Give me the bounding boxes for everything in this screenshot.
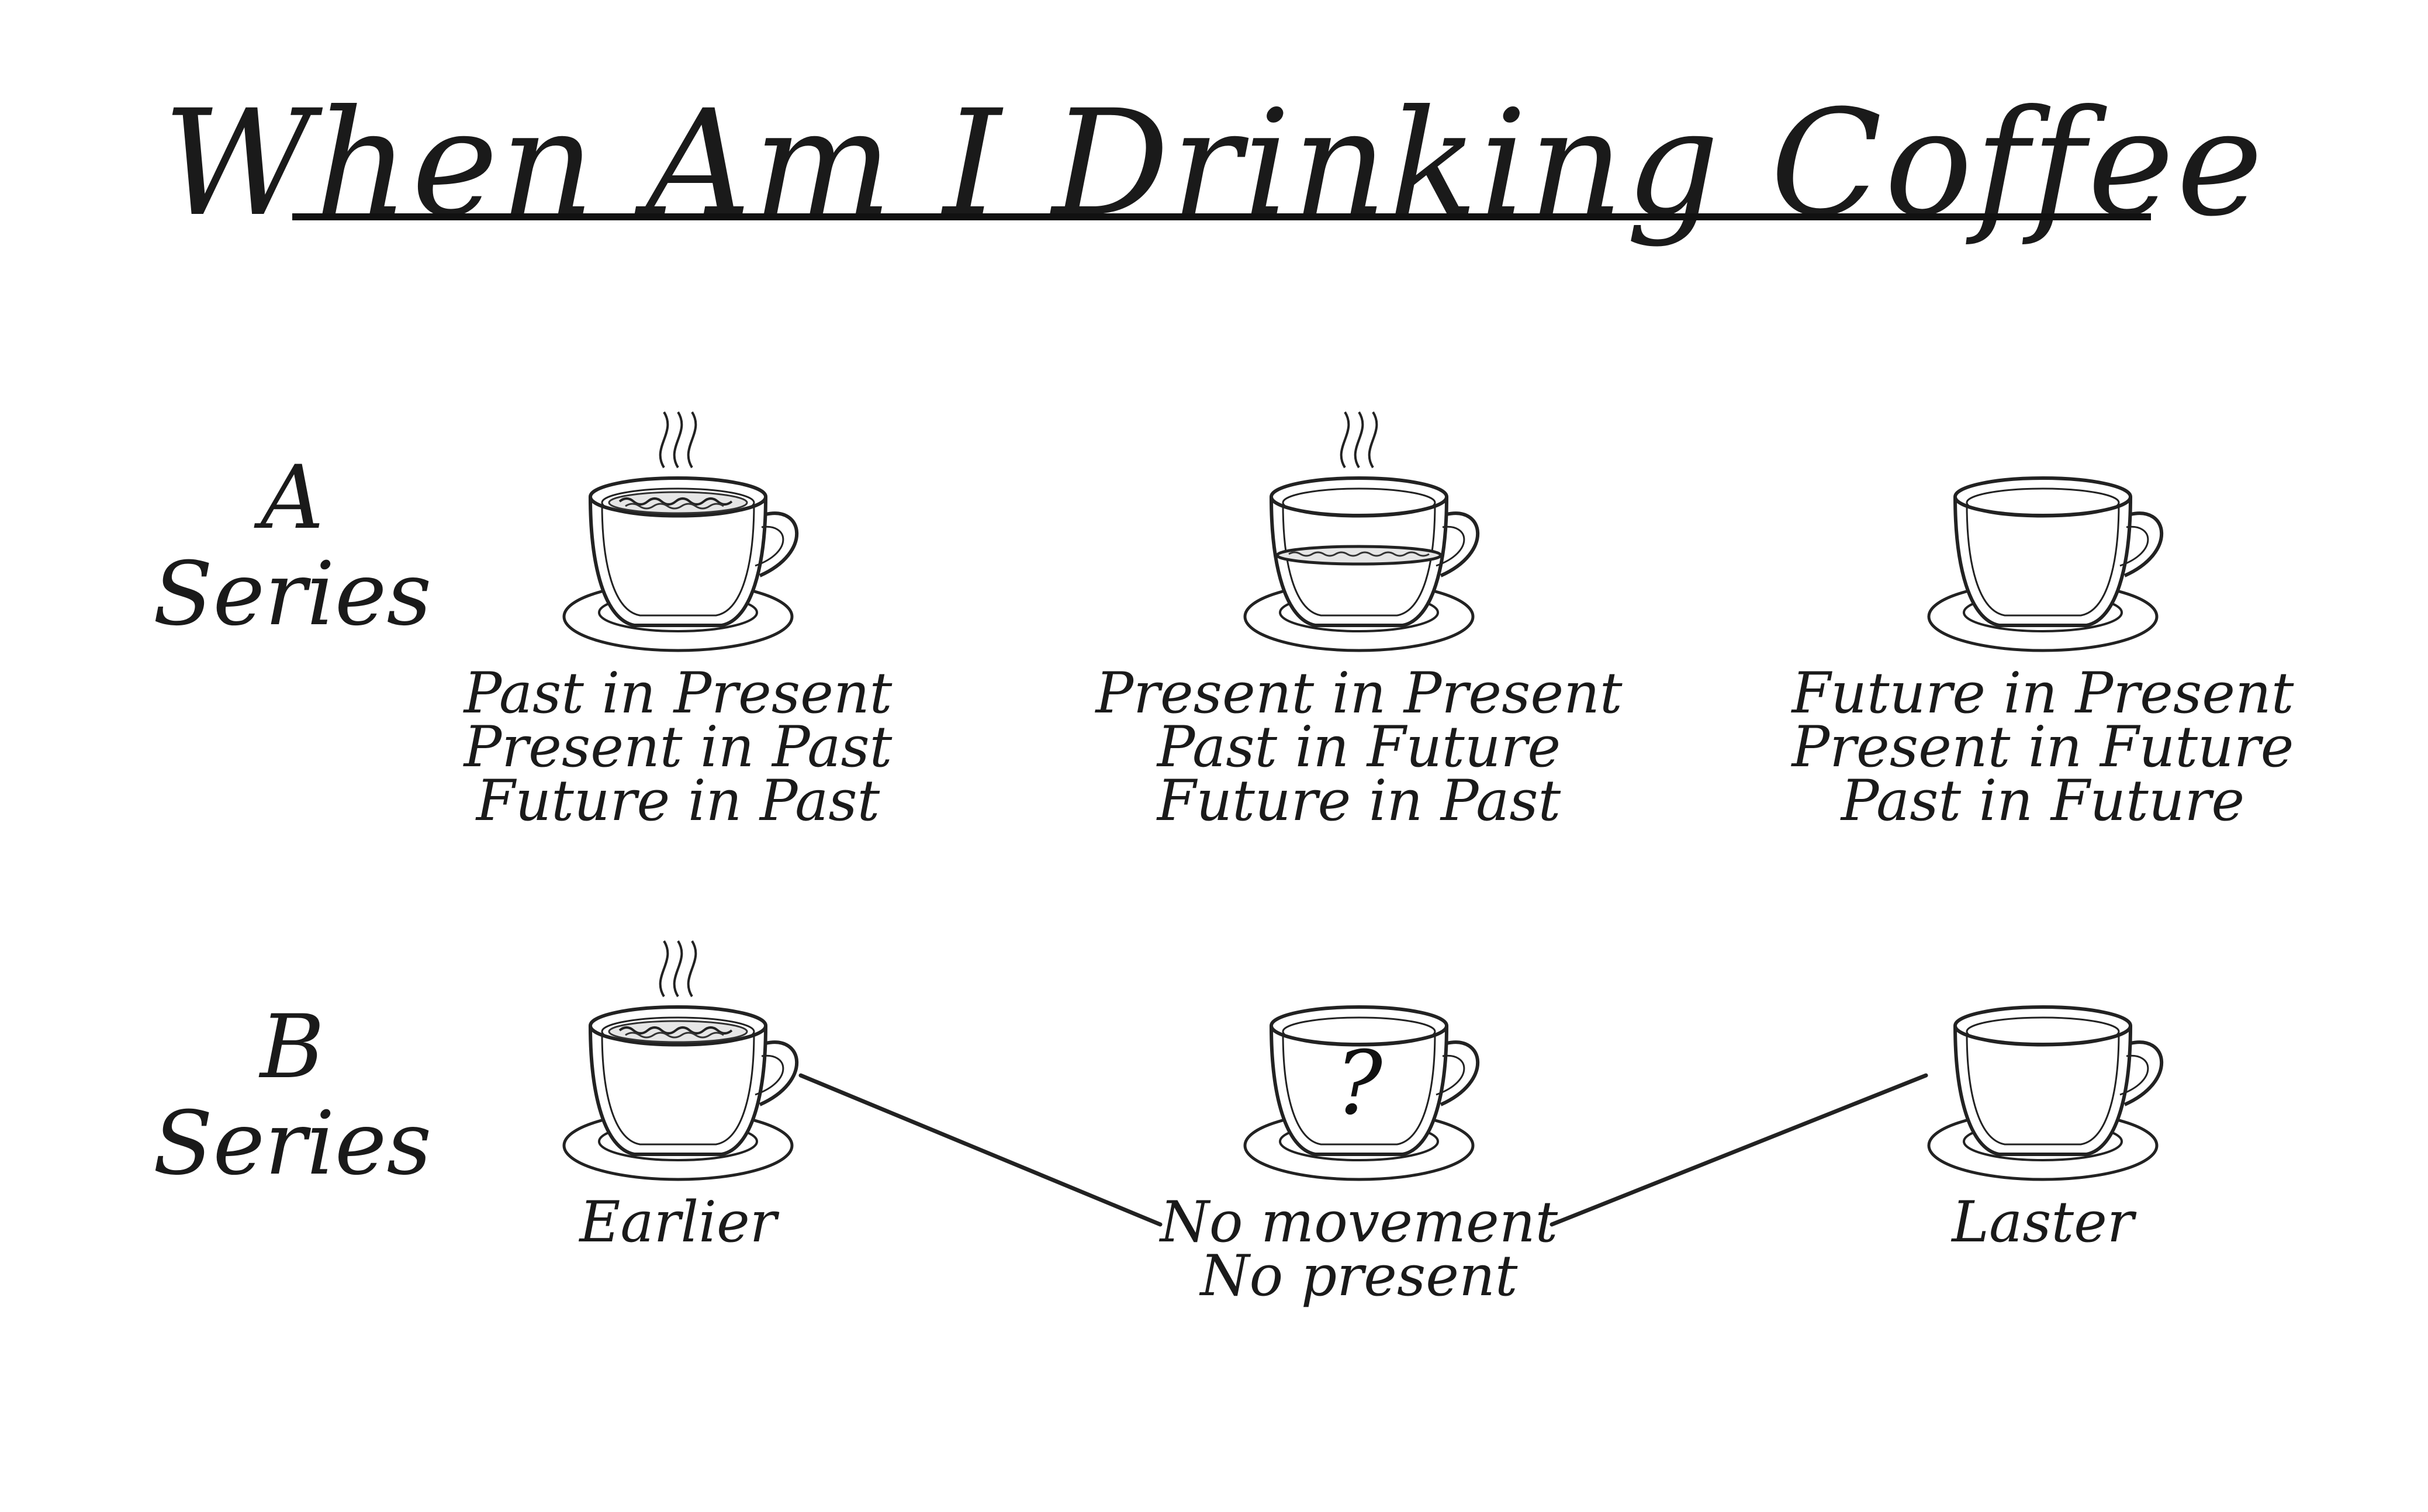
earlier-to-now-line <box>798 1073 1163 1227</box>
caption-line: Future in Present <box>1791 660 2294 726</box>
caption-line: Past in Present <box>464 660 893 726</box>
caption-line: Present in Past <box>464 714 893 780</box>
caption-line: No present <box>1200 1243 1518 1309</box>
caption-line: Earlier <box>579 1189 777 1255</box>
a-series-letter: A <box>260 447 324 549</box>
a-series-word: Series <box>153 544 432 645</box>
b-series-label: B Series <box>140 999 444 1192</box>
caption-line: Present in Present <box>1095 660 1623 726</box>
question-mark-symbol: ? <box>1336 1033 1384 1134</box>
a-series-caption-2: Present in Present Past in Future Future… <box>1067 660 1651 833</box>
b-series-word: Series <box>153 1093 432 1195</box>
caption-line: Laster <box>1952 1189 2134 1255</box>
a-series-cup-full <box>564 411 797 651</box>
caption-line: Future in Past <box>476 768 880 833</box>
a-series-caption-1: Past in Present Present in Past Future i… <box>444 660 912 833</box>
a-series-caption-3: Future in Present Present in Future Past… <box>1774 660 2312 833</box>
b-series-cup-empty <box>1929 1007 2161 1179</box>
b-series-caption-earlier: Earlier <box>503 1189 853 1255</box>
caption-line: Past in Future <box>1157 714 1561 780</box>
b-series-caption-later: Laster <box>1867 1189 2218 1255</box>
a-series-label: A Series <box>140 450 444 643</box>
b-series-caption-now: No movement No present <box>1125 1189 1593 1309</box>
now-to-later-line <box>1550 1073 1928 1227</box>
b-series-cup-question: ? <box>1245 1007 1478 1179</box>
b-series-cup-full <box>564 940 797 1179</box>
b-series-letter: B <box>260 997 325 1098</box>
caption-line: Future in Past <box>1157 768 1561 833</box>
caption-line: Past in Future <box>1841 768 2245 833</box>
caption-line: Present in Future <box>1791 714 2294 780</box>
title-underline <box>292 213 2151 220</box>
caption-line: No movement <box>1160 1189 1558 1255</box>
a-series-cup-half <box>1245 411 1478 651</box>
a-series-cup-empty <box>1929 478 2161 651</box>
